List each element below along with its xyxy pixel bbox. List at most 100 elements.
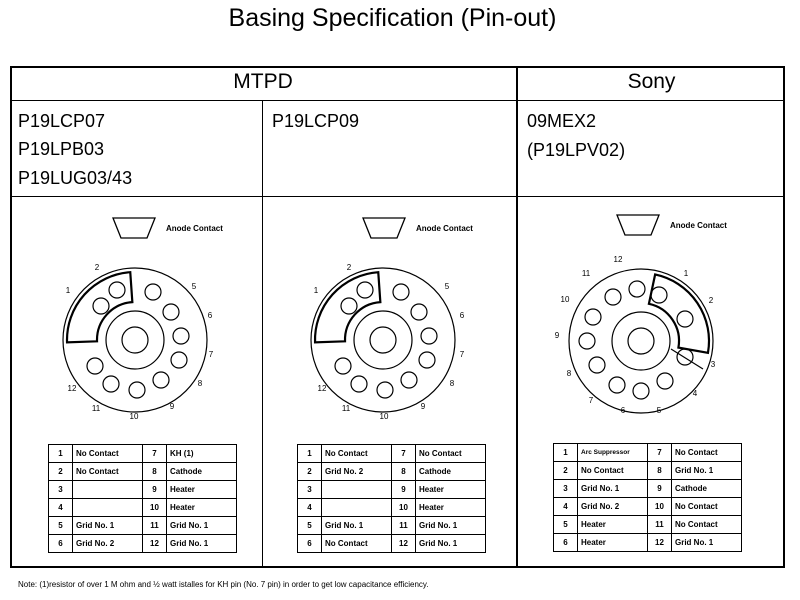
pin-function-cell: Grid No. 1 [72,516,143,535]
pin-function-cell: Grid No. 2 [577,497,648,516]
pin-number-label: 8 [197,379,203,388]
pin-number-cell: 11 [142,516,167,535]
pin-function-cell: Grid No. 2 [321,462,392,481]
pin-number-cell: 1 [48,444,73,463]
pin-number-label: 5 [191,282,197,291]
pin-number-label: 9 [554,331,560,340]
pin-function-cell: No Contact [671,497,742,516]
pin-function-cell: No Contact [577,461,648,480]
model-name: P19LCP07 [18,111,106,131]
pin-function-cell: No Contact [321,534,392,553]
pin-function-cell: Arc Suppressor [577,443,648,462]
pin-number-cell: 8 [142,462,167,481]
pin-number-cell: 12 [142,534,167,553]
divider-mtpd-sony [516,66,518,568]
pin-function-cell: KH (1) [166,444,237,463]
header-sony: Sony [627,70,676,93]
pin-number-label: 12 [317,384,327,393]
pin-number-cell: 9 [391,480,416,499]
pin-function-cell: Grid No. 1 [577,479,648,498]
anode-contact-label: Anode Contact [670,221,727,230]
pin-number-label: 5 [444,282,450,291]
anode-contact-icon [112,217,156,239]
pin-function-cell [321,498,392,517]
pin-number-label: 8 [566,369,572,378]
pin-number-label: 5 [656,406,662,415]
pin-number-label: 10 [129,412,139,421]
pin-function-cell: Grid No. 1 [671,533,742,552]
pin-function-cell [72,480,143,499]
pin-function-cell: Heater [415,498,486,517]
pin-function-cell: Heater [577,533,648,552]
pin-number-cell: 12 [391,534,416,553]
pin-number-cell: 12 [647,533,672,552]
pin-number-label: 2 [708,296,714,305]
pin-number-label: 11 [91,404,101,413]
pin-number-label: 1 [683,269,689,278]
pin-number-cell: 9 [647,479,672,498]
pin-number-cell: 5 [553,515,578,534]
pin-number-label: 1 [313,286,319,295]
pin-number-cell: 4 [553,497,578,516]
pin-number-label: 9 [169,402,175,411]
model-name: P19LPB03 [18,139,105,159]
pin-number-cell: 2 [48,462,73,481]
pin-number-label: 11 [341,404,351,413]
pin-number-cell: 3 [48,480,73,499]
pin-number-cell: 7 [647,443,672,462]
pin-number-label: 6 [459,311,465,320]
pin-number-cell: 8 [391,462,416,481]
pin-function-cell: No Contact [415,444,486,463]
pin-function-cell: Grid No. 1 [321,516,392,535]
pin-number-cell: 5 [48,516,73,535]
pin-number-cell: 11 [391,516,416,535]
pin-function-cell: Grid No. 1 [671,461,742,480]
model-name: 09MEX2 [527,111,597,131]
pin-number-label: 1 [65,286,71,295]
pin-number-cell: 6 [297,534,322,553]
model-name: P19LCP09 [272,111,360,131]
pin-number-label: 2 [94,263,100,272]
pin-function-cell: Heater [415,480,486,499]
pin-function-cell: No Contact [671,515,742,534]
pin-number-label: 2 [346,263,352,272]
pin-function-cell: Grid No. 1 [415,534,486,553]
pin-function-cell: Cathode [671,479,742,498]
header-mtpd: MTPD [233,70,293,93]
pin-function-cell: Grid No. 1 [166,516,237,535]
pin-function-cell [72,498,143,517]
pin-number-cell: 5 [297,516,322,535]
pin-number-cell: 2 [297,462,322,481]
pin-number-cell: 10 [391,498,416,517]
model-name: (P19LPV02) [527,140,626,160]
pin-function-cell: Heater [166,498,237,517]
pin-number-label: 11 [581,269,591,278]
divider-header [10,100,785,101]
pin-number-cell: 1 [297,444,322,463]
pin-number-cell: 7 [391,444,416,463]
pin-number-label: 10 [379,412,389,421]
pin-function-cell: Cathode [415,462,486,481]
pin-function-cell: Grid No. 2 [72,534,143,553]
anode-contact-icon [362,217,406,239]
pin-number-cell: 9 [142,480,167,499]
basing-table-frame [10,66,785,568]
pin-number-cell: 4 [297,498,322,517]
pin-function-cell: No Contact [321,444,392,463]
pin-number-label: 6 [207,311,213,320]
